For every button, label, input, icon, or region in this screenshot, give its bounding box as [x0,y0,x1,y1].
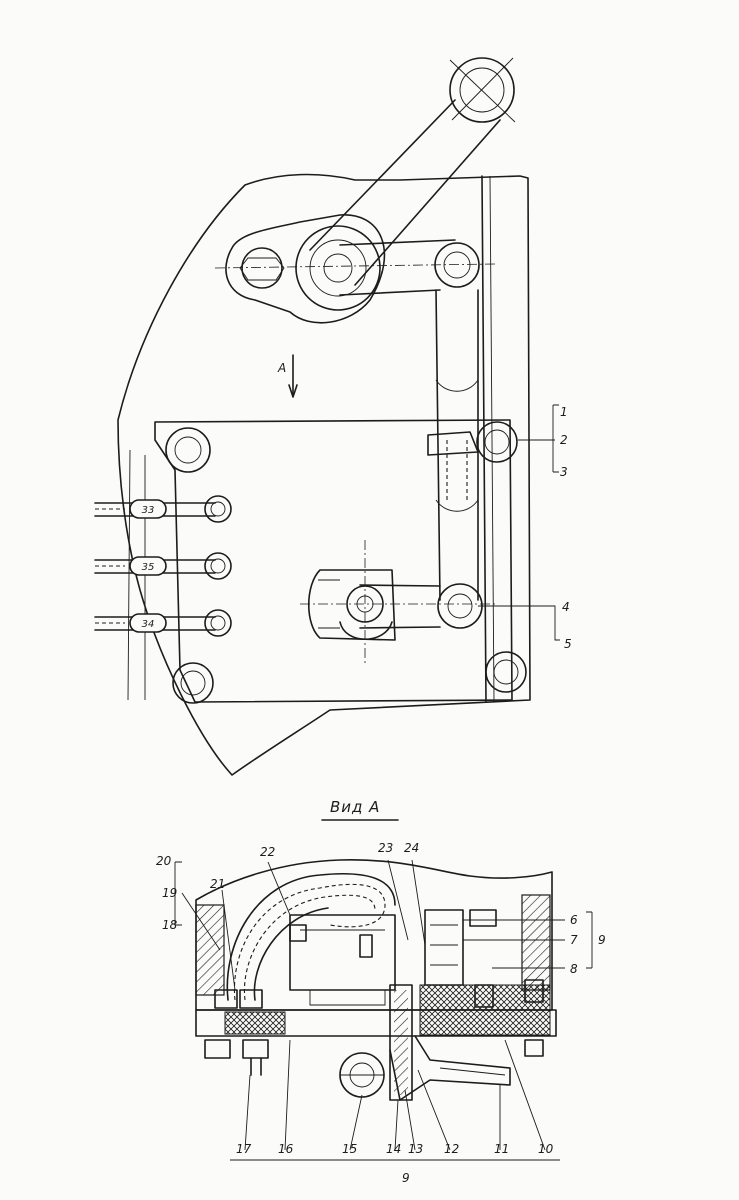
wire-tag-33: 33 [142,505,155,516]
callout-16: 16 [278,1142,294,1156]
section-view-a: Вид А [156,798,606,1185]
callout-8: 8 [570,962,578,976]
callout-17: 17 [236,1142,252,1156]
section-bolts [204,989,269,1076]
callout-20: 20 [156,854,172,868]
relay-body [289,914,396,991]
corner-bolts [165,427,527,704]
callout-18: 18 [162,918,178,932]
callout-11: 11 [494,1142,509,1156]
callout-9-right: 9 [598,933,606,947]
lever-arm [309,99,501,286]
callout-24: 24 [404,841,419,855]
vertical-rod [435,289,479,601]
mounting-plate [154,419,513,703]
wire-terminals [94,495,232,637]
callout-2: 2 [560,433,568,447]
bolt-pos2 [476,421,518,463]
lever-hub [449,57,515,123]
callout-9-bottom: 9 [402,1171,410,1185]
callout-1: 1 [560,405,568,419]
bolt-pos4 [437,583,483,629]
callout-6: 6 [570,913,578,927]
callout-21: 21 [210,877,225,891]
wire-harness [233,883,386,1001]
section-title: Вид А [330,798,380,816]
callout-3: 3 [560,465,568,479]
callout-5: 5 [564,637,572,651]
callout-10: 10 [538,1142,554,1156]
callout-4: 4 [562,600,570,614]
wire-tag-35: 35 [142,562,155,573]
section-housing [195,859,553,1011]
callout-14: 14 [386,1142,401,1156]
housing-outline [117,173,531,776]
wire-tag-34: 34 [142,619,155,630]
pivot-bracket [225,214,386,324]
upper-assembly-view: 33 35 34 A 1 2 3 4 5 [94,57,572,776]
callout-12: 12 [444,1142,459,1156]
callout-13: 13 [408,1142,423,1156]
crank-pin [434,242,480,288]
callout-23: 23 [378,841,393,855]
base-plate [195,1009,557,1037]
callout-19: 19 [162,886,177,900]
view-label-a: A [277,361,286,375]
callout-15: 15 [342,1142,357,1156]
callout-22: 22 [260,845,275,859]
callout-7: 7 [570,933,578,947]
